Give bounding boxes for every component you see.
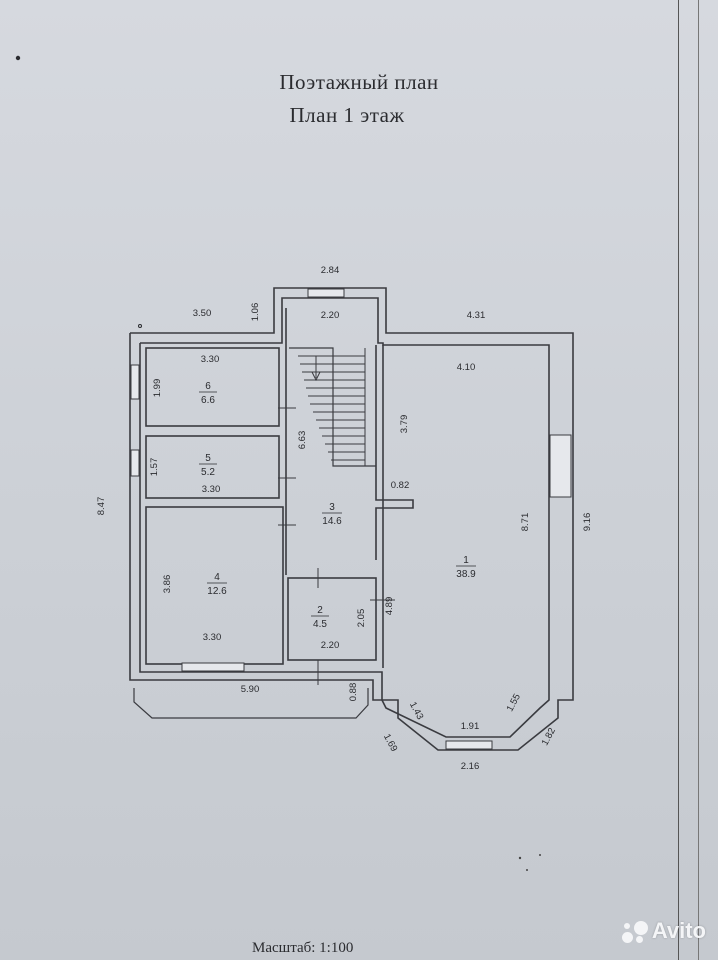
stair-outline	[289, 347, 376, 467]
room-1-area: 38.9	[456, 569, 476, 580]
dim-room4-height: 3.86	[162, 575, 173, 594]
watermark: Avito	[621, 918, 706, 944]
dim-room5-height: 1.57	[149, 458, 160, 477]
room-3-number: 3	[329, 502, 335, 513]
plan-title: Поэтажный план	[279, 70, 439, 94]
room-2-number: 2	[317, 605, 323, 616]
dim-wall-stub: 0.82	[391, 480, 410, 491]
dim-bay-center-inner: 1.91	[461, 721, 480, 732]
plan-subtitle: План 1 этаж	[289, 103, 405, 127]
room-1-number: 1	[463, 555, 469, 566]
windows	[130, 288, 572, 750]
dim-room2-side: 4.89	[384, 597, 395, 616]
dim-bay-right-inner: 1.55	[505, 692, 523, 713]
room-6-walls	[145, 347, 280, 427]
dim-room5-width: 3.30	[202, 484, 221, 495]
dim-left-top-offset: 1.06	[250, 303, 261, 322]
room-5-walls	[145, 435, 280, 499]
room-5-area: 5.2	[201, 467, 215, 478]
dim-stair-inner-width: 2.20	[321, 310, 340, 321]
door-marks	[278, 407, 395, 685]
dim-left-total-height: 8.47	[96, 497, 107, 516]
room-5-number: 5	[205, 453, 211, 464]
ink-speck-bottom	[518, 856, 522, 860]
avito-logo-icon	[621, 918, 648, 944]
dim-hall-height: 6.63	[297, 431, 308, 450]
sheet-edge-line-outer	[698, 0, 699, 960]
dim-room6-height: 1.99	[152, 379, 163, 398]
dim-porch-width: 5.90	[241, 684, 260, 695]
ink-speck-bottom-3	[539, 854, 541, 856]
ink-speck-bottom-2	[526, 869, 528, 871]
room-3-area: 14.6	[322, 516, 342, 527]
room-4-area: 12.6	[207, 586, 227, 597]
stair-steps	[298, 348, 366, 466]
dim-room1-width: 4.10	[457, 362, 476, 373]
dim-bay-right-outer: 1.82	[540, 726, 558, 747]
room-6-area: 6.6	[201, 395, 215, 406]
stair-partition	[375, 345, 414, 560]
inner-wall	[139, 297, 550, 738]
room-2-walls	[287, 577, 377, 661]
outer-wall	[129, 287, 574, 751]
dim-left-top-width: 3.50	[193, 308, 212, 319]
dim-right-total-height: 9.16	[582, 513, 593, 532]
dim-room2-height: 2.05	[356, 609, 367, 628]
dim-right-top-width: 4.31	[467, 310, 486, 321]
scale-label: Масштаб: 1:100	[252, 940, 354, 956]
ink-speck	[15, 55, 21, 61]
ink-speck-small	[138, 324, 142, 328]
porch-outline	[133, 688, 369, 719]
room-2-area: 4.5	[313, 619, 327, 630]
dim-bay-left-outer: 1.69	[381, 732, 399, 753]
dim-stair-height: 3.79	[399, 415, 410, 434]
dim-stair-block-width: 2.84	[321, 265, 340, 276]
sheet-edge-line	[678, 0, 679, 960]
room-6-number: 6	[205, 381, 211, 392]
dim-room4-width: 3.30	[203, 632, 222, 643]
dim-bay-left-inner: 1.43	[407, 700, 425, 721]
room-4-number: 4	[214, 572, 220, 583]
dim-room1-height: 8.71	[520, 513, 531, 532]
dim-porch-offset: 0.88	[348, 683, 359, 702]
dim-room2-width: 2.20	[321, 640, 340, 651]
dim-bay-center-outer: 2.16	[461, 761, 480, 772]
dim-room6-width: 3.30	[201, 354, 220, 365]
watermark-text: Avito	[651, 918, 706, 943]
